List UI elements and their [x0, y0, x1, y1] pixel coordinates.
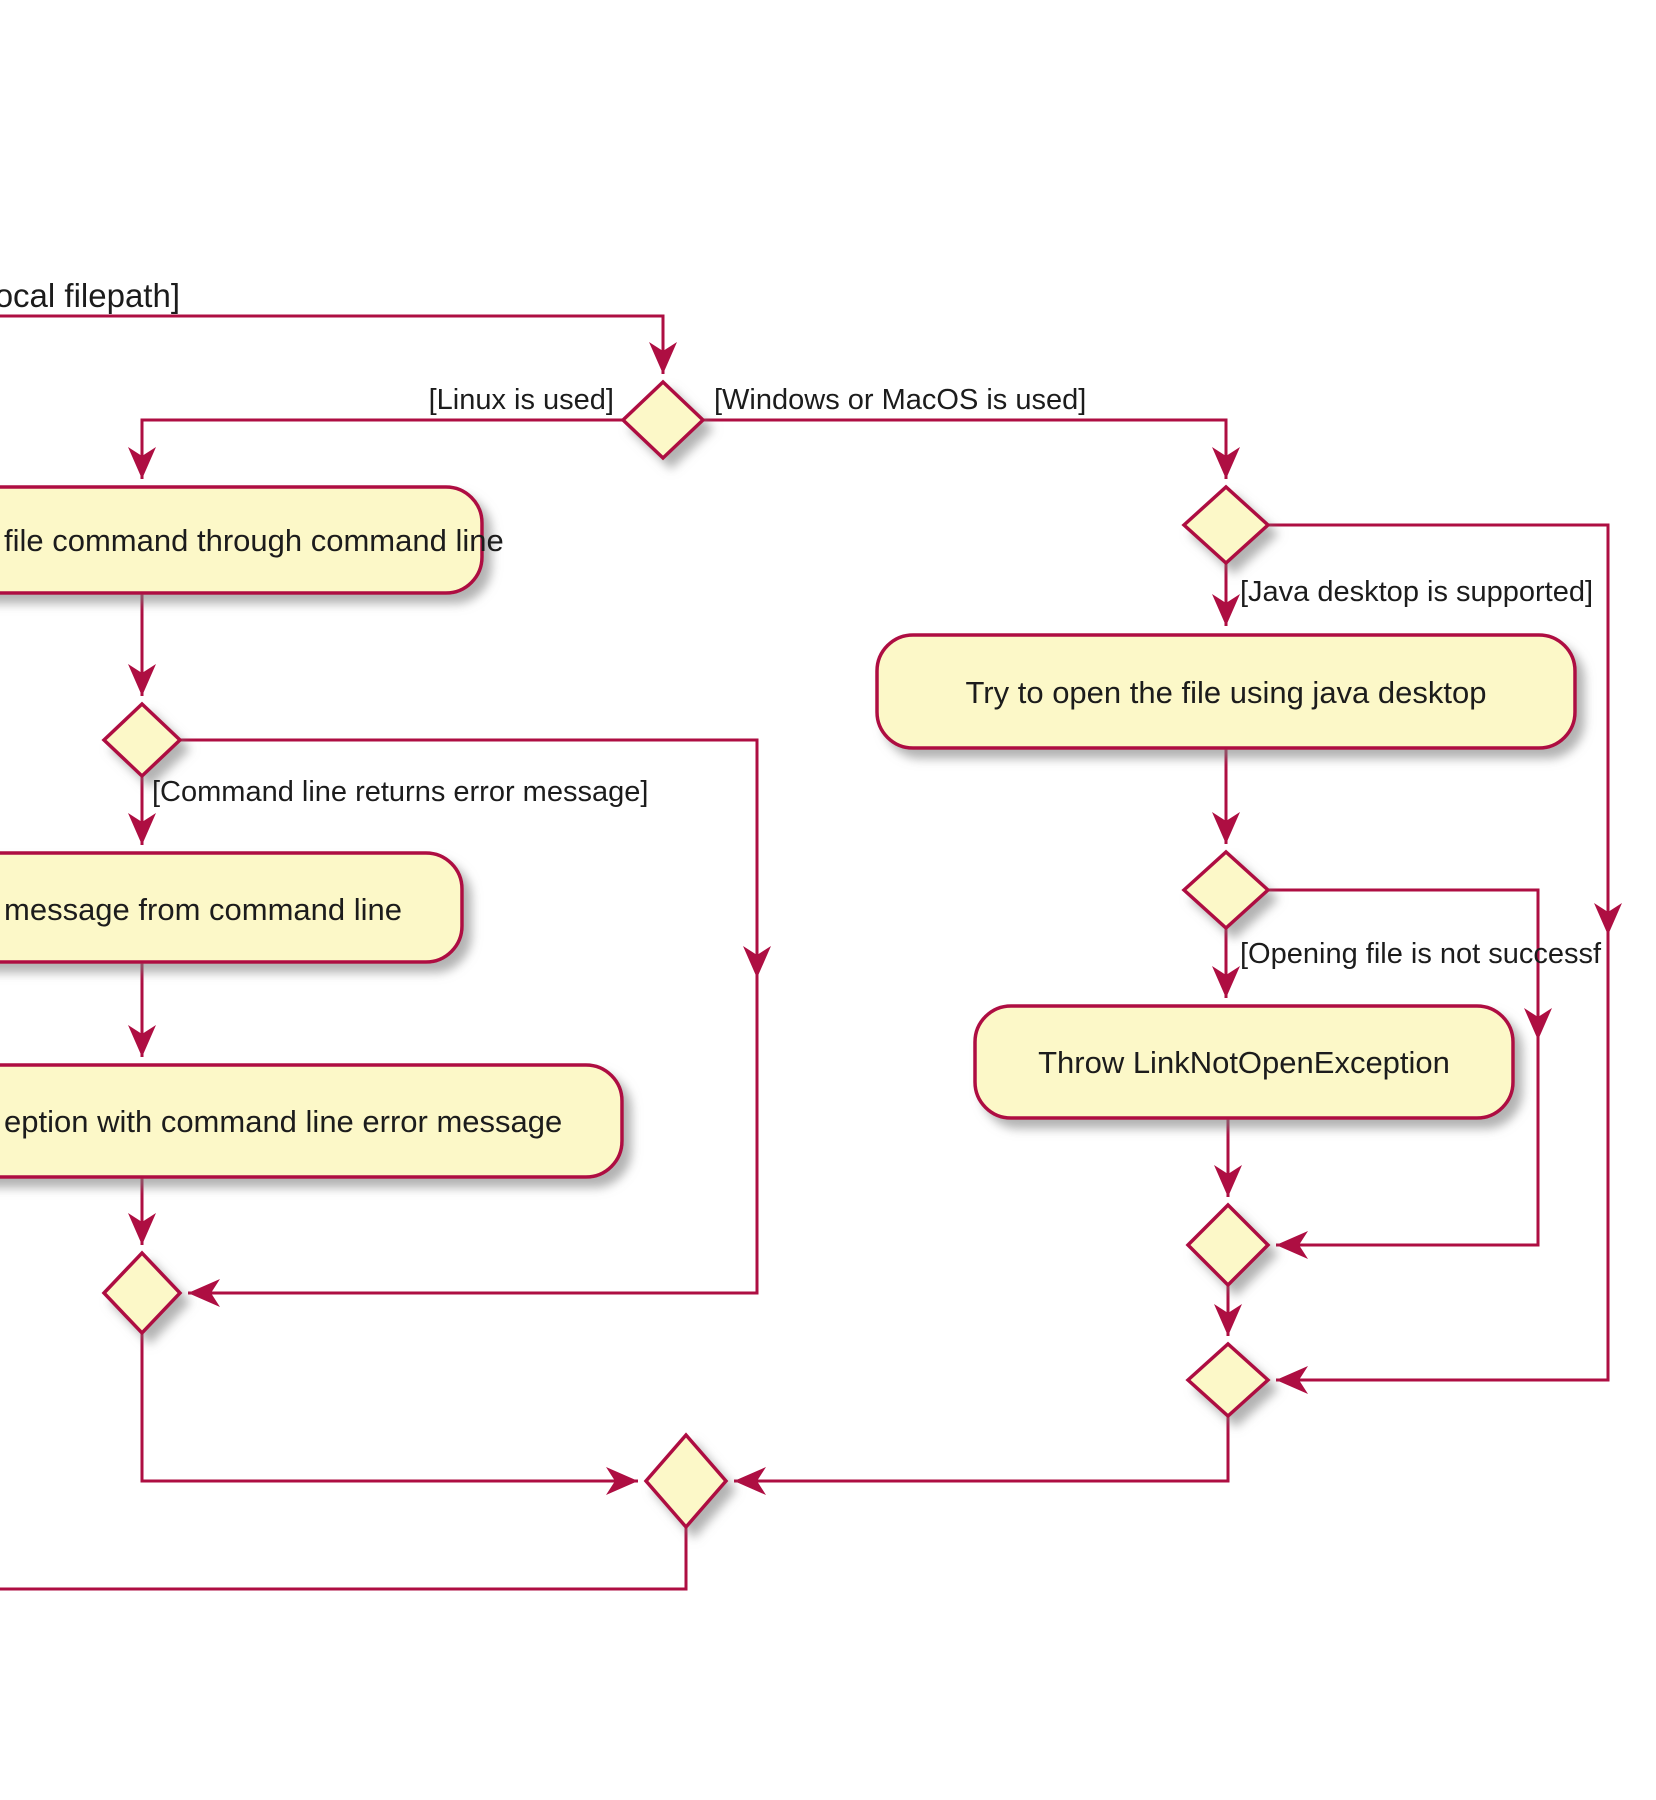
activity-throw-cmdline-label: eption with command line error message [4, 1104, 562, 1139]
guard-label-windows-macos: [Windows or MacOS is used] [714, 384, 1086, 416]
decision-java-desktop-supported [1181, 484, 1271, 566]
edge-final-merge-exit [0, 1527, 688, 1591]
edge-left-merge-to-final [140, 1333, 638, 1495]
activity-try-java-desktop-label: Try to open the file using java desktop [966, 675, 1487, 710]
edge-right-merge2-to-final [734, 1416, 1230, 1495]
edge-cmdline-else [180, 738, 759, 1307]
decision-cmdline-error [101, 701, 183, 779]
activity-throw-linknotopen-box [973, 1004, 1515, 1120]
merge-cmdline-endif [101, 1250, 183, 1336]
decision-opening-file [1181, 849, 1271, 931]
guard-label-linux: [Linux is used] [429, 384, 614, 416]
guard-label-local-filepath: ocal filepath] [0, 277, 180, 314]
merge-java-endif [1185, 1341, 1271, 1419]
activity-read-error-label: message from command line [4, 892, 402, 927]
edge-linux-branch [128, 418, 623, 479]
guard-label-java-desktop: [Java desktop is supported] [1240, 576, 1593, 608]
edge-filepath-to-os-decision [0, 314, 677, 374]
edge-java-else [1268, 523, 1610, 1394]
merge-opening-endif [1185, 1202, 1271, 1288]
guard-label-opening-file: [Opening file is not successf [1240, 938, 1602, 970]
guard-label-cmdline-error: [Command line returns error message] [152, 776, 648, 808]
decision-os-type [620, 379, 706, 461]
edge-opening-else [1268, 888, 1540, 1259]
merge-os-endif [643, 1432, 729, 1530]
activity-throw-linknotopen-label: Throw LinkNotOpenException [1038, 1045, 1450, 1080]
activity-try-java-desktop-box [875, 633, 1577, 750]
activity-execute-command-label: file command through command line [4, 523, 504, 558]
activity-execute-command-box [0, 485, 484, 595]
activity-read-error-box [0, 851, 464, 964]
activity-throw-cmdline-box [0, 1063, 624, 1179]
edge-windows-branch [703, 418, 1240, 479]
